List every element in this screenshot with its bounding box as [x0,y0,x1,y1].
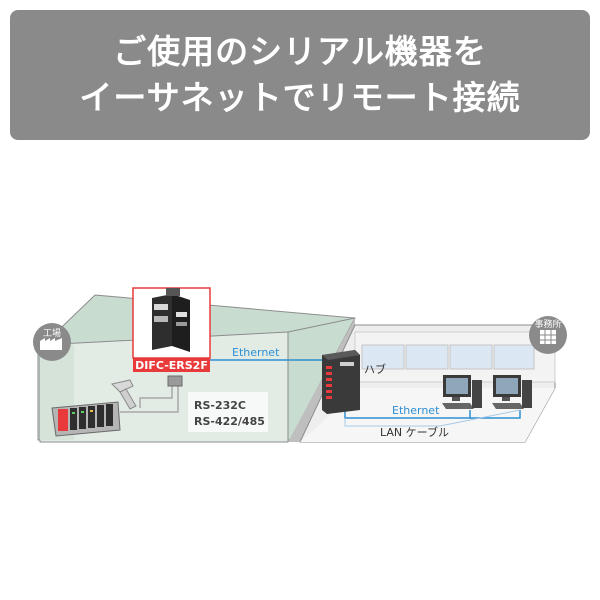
office-icon [529,316,567,354]
title-line-1: ご使用のシリアル機器を [113,32,487,71]
hub-device [322,350,360,414]
plc-rack [51,401,121,437]
lan-cable-label: LAN ケーブル [380,425,449,439]
barcode-scanner [111,379,137,410]
office-building [299,324,556,443]
pc-1 [442,375,482,409]
serial-protocol-box [188,392,268,432]
ethernet-label-office: Ethernet [392,404,440,417]
ethernet-label-factory: Ethernet [232,346,280,359]
hub-label: ハブ [364,362,386,376]
factory-icon [33,323,71,361]
serial-label-rs232c: RS-232C [194,399,246,412]
serial-label-rs422-485: RS-422/485 [194,415,265,428]
title-banner: ご使用のシリアル機器を イーサネットでリモート接続 [10,10,590,140]
title-line-2: イーサネットでリモート接続 [79,78,521,117]
serial-cable-barcode [139,386,173,408]
office-label: 事務所 [534,318,561,330]
factory-label: 工場 [43,327,61,339]
ethernet-cable-office [344,408,471,419]
pc-2 [492,375,532,409]
device-label: DIFC-ERS2F [135,359,208,372]
serial-connector [167,375,183,387]
device-callout [132,287,211,372]
serial-cable-plc [120,386,179,413]
